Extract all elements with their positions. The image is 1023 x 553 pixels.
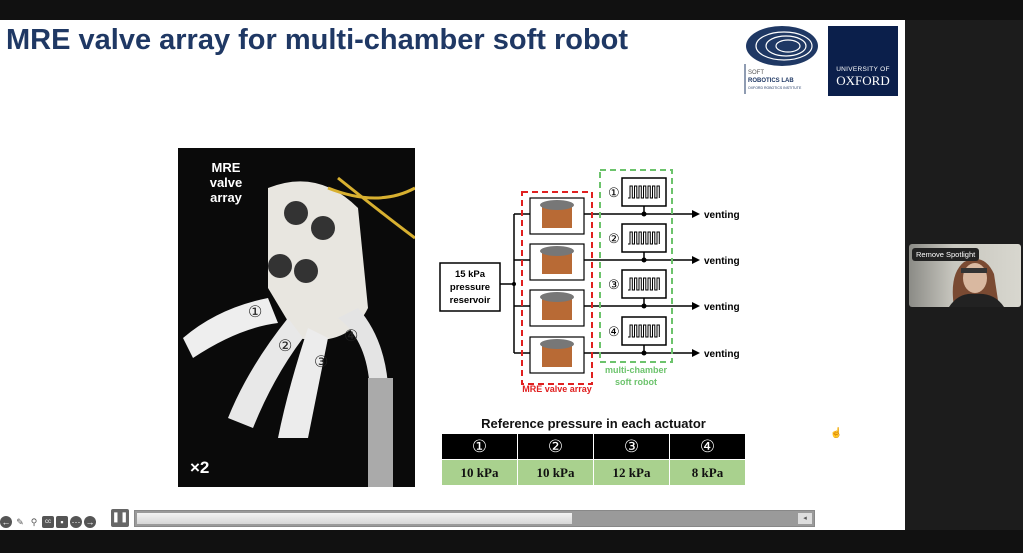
progress-end-arrow-icon[interactable]: ◂ [798,513,812,524]
slide-title: MRE valve array for multi-chamber soft r… [6,24,629,56]
svg-text:ROBOTICS LAB: ROBOTICS LAB [748,78,794,84]
speed-label: ×2 [190,458,210,477]
coil-icon [542,345,572,367]
chamber-number: ③ [608,277,620,292]
td-2: 10 kPa [517,459,594,486]
chamber-number: ① [608,185,620,200]
oxford-logo: UNIVERSITY OF OXFORD [828,26,898,96]
th-2: ② [517,433,594,460]
photo-num-3: ③ [314,354,329,371]
td-4: 8 kPa [669,459,746,486]
chamber-number: ② [608,231,620,246]
pen-icon[interactable]: ✎ [16,516,24,527]
coil-icon [542,206,572,228]
progress-bar[interactable]: ◂ [134,510,815,527]
venting-label: venting [704,349,740,360]
robot-label-2: soft robot [615,377,657,387]
td-1: 10 kPa [441,459,518,486]
chamber-number: ④ [608,324,620,339]
svg-text:OXFORD ROBOTICS INSTITUTE: OXFORD ROBOTICS INSTITUTE [748,86,802,90]
camera-icon[interactable]: ▪ [56,516,68,528]
next-slide-icon[interactable]: → [84,516,96,528]
robot-photo: MRE valve array ① ② ③ ④ ×2 [178,148,415,487]
soft-robotics-lab-logo: SOFT ROBOTICS LAB OXFORD ROBOTICS INSTIT… [740,24,820,96]
progress-fill [137,513,572,524]
previous-slide-icon[interactable]: ← [0,516,12,528]
td-3: 12 kPa [593,459,670,486]
soft-robot-box [599,169,673,363]
photo-num-4: ④ [344,328,359,345]
venting-label: venting [704,256,740,267]
participant-video [949,258,1004,307]
pause-button[interactable]: ❚❚ [111,509,129,527]
reservoir-line2: pressure [450,282,490,293]
table-caption: Reference pressure in each actuator [481,416,706,431]
coil-icon [542,298,572,320]
valve-array-label: MRE valve array [522,384,592,394]
oxford-logo-line1: UNIVERSITY OF [836,66,890,73]
reservoir-line3: reservoir [450,295,491,306]
arrow-icon [692,302,700,310]
lab-logo-text: SOFT [748,70,764,76]
mouse-cursor-icon: ☝ [830,428,843,439]
photo-label: MRE valve array [209,160,243,205]
valve-diagram: 15 kPa pressure reservoir ① venting ② venti… [439,169,740,394]
arrow-icon [692,349,700,357]
coil-icon [542,252,572,274]
video-tile[interactable]: Remove Spotlight [909,244,1021,307]
oxford-logo-line2: OXFORD [836,73,890,88]
more-options-icon[interactable]: ⋯ [70,516,82,528]
robot-label-1: multi-chamber [605,365,668,375]
arrow-icon [692,256,700,264]
th-4: ④ [669,433,746,460]
reservoir-line1: 15 kPa [455,269,486,280]
arrow-icon [692,210,700,218]
venting-label: venting [704,210,740,221]
remove-spotlight-button[interactable]: Remove Spotlight [912,248,980,261]
photo-num-2: ② [278,338,293,355]
th-3: ③ [593,433,670,460]
venting-label: venting [704,302,740,313]
player-controls: ← ✎ ⚲ cc ▪ ⋯ → [0,512,96,532]
photo-num-1: ① [248,304,263,321]
reservoir-box [439,262,501,312]
zoom-icon[interactable]: ⚲ [30,516,38,527]
valve-array-box [521,191,593,385]
captions-icon[interactable]: cc [42,516,54,528]
th-1: ① [441,433,518,460]
